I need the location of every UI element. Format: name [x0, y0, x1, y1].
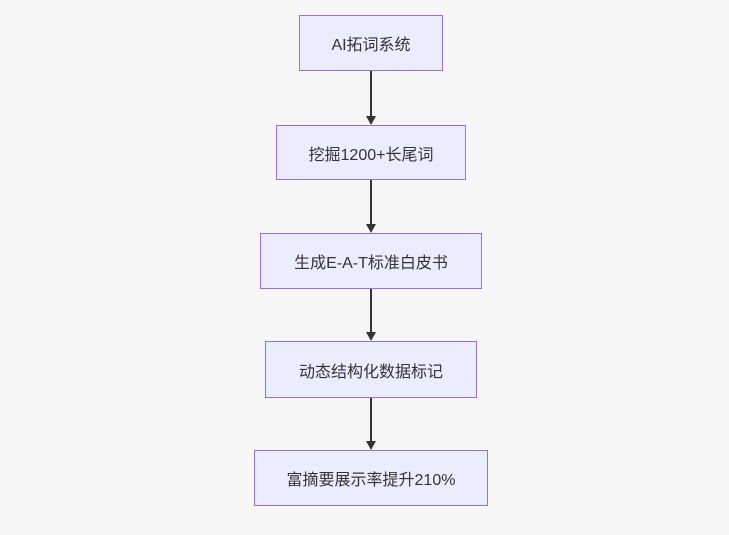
node-label: 动态结构化数据标记: [298, 363, 443, 381]
node-label: AI拓词系统: [331, 37, 411, 54]
node-label: 挖掘1200+长尾词: [308, 146, 434, 164]
edge-line: [370, 180, 372, 225]
edge-line: [370, 289, 372, 333]
edge-line: [370, 398, 372, 442]
node-label: 富摘要展示率提升210%: [286, 472, 456, 489]
flowchart-node-rich-snippet-rate: 富摘要展示率提升210%: [254, 450, 488, 506]
flowchart-node-eat-whitepaper: 生成E-A-T标准白皮书: [260, 233, 482, 289]
edge-line: [370, 71, 372, 117]
flowchart-node-ai-word-system: AI拓词系统: [299, 15, 443, 71]
arrow-down-icon: [366, 224, 376, 233]
flowchart-node-longtail-mining: 挖掘1200+长尾词: [276, 125, 466, 180]
flowchart-node-structured-data: 动态结构化数据标记: [265, 341, 477, 398]
arrow-down-icon: [366, 116, 376, 125]
arrow-down-icon: [366, 332, 376, 341]
arrow-down-icon: [366, 441, 376, 450]
node-label: 生成E-A-T标准白皮书: [294, 255, 448, 272]
